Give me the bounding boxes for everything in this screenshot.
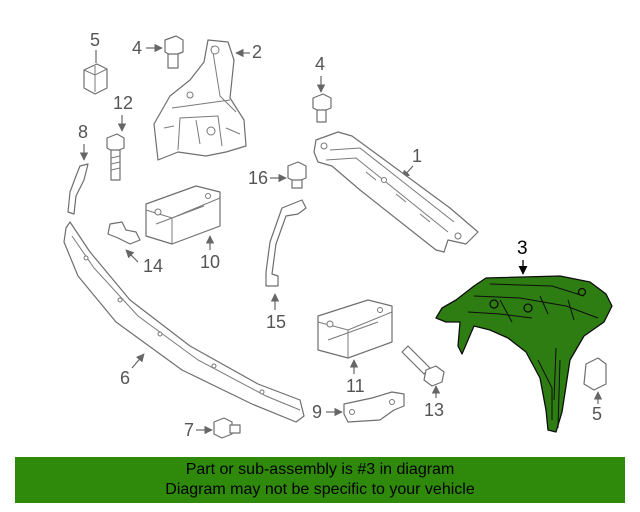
part-12-long-bolt[interactable]: 12 <box>106 93 133 181</box>
part-4-bolt-top[interactable]: 4 <box>132 35 184 69</box>
callout-16: 16 <box>248 168 268 188</box>
callout-5-top: 5 <box>90 30 100 50</box>
part-15-rod[interactable]: 15 <box>265 199 307 332</box>
part-10-bracket[interactable]: 10 <box>145 185 221 272</box>
callout-10: 10 <box>200 252 220 272</box>
part-6-bar[interactable]: 6 <box>63 221 305 423</box>
callout-9: 9 <box>312 402 322 422</box>
callout-12: 12 <box>113 93 133 113</box>
part-1-cross-member[interactable]: 1 <box>313 131 479 253</box>
part-11-bracket[interactable]: 11 <box>317 299 393 396</box>
part-3-highlighted-assembly[interactable]: 3 <box>435 238 613 433</box>
callout-13: 13 <box>424 400 444 420</box>
banner-line-2: Diagram may not be specific to your vehi… <box>165 481 475 498</box>
parts-diagram: 5 4 2 12 8 16 4 <box>63 30 613 440</box>
part-2-upper-bracket[interactable]: 2 <box>153 39 262 161</box>
leader-6 <box>131 353 145 369</box>
callout-5-right: 5 <box>592 404 602 424</box>
callout-14: 14 <box>143 256 163 276</box>
part-9-small-bracket[interactable]: 9 <box>312 391 405 423</box>
part-8-strip[interactable]: 8 <box>67 122 89 215</box>
leader-14 <box>125 249 139 263</box>
part-14-clip[interactable]: 14 <box>107 221 163 276</box>
part-16-bolt[interactable]: 16 <box>248 161 307 189</box>
callout-4-mid: 4 <box>315 54 325 74</box>
part-4-bolt-lower[interactable]: 4 <box>312 54 332 123</box>
part-5-clip-right[interactable]: 5 <box>583 357 607 424</box>
callout-4-top: 4 <box>132 38 142 58</box>
callout-7: 7 <box>184 420 194 440</box>
callout-2: 2 <box>252 42 262 62</box>
banner-line-1: Part or sub-assembly is #3 in diagram <box>185 461 455 478</box>
callout-15: 15 <box>266 312 286 332</box>
part-5-clip-left[interactable]: 5 <box>83 30 108 95</box>
callout-3: 3 <box>517 238 528 259</box>
part-13-bolt[interactable]: 13 <box>401 345 445 420</box>
callout-1: 1 <box>412 146 422 166</box>
info-banner: Part or sub-assembly is #3 in diagram Di… <box>15 457 625 503</box>
callout-11: 11 <box>346 376 365 396</box>
callout-6: 6 <box>120 368 130 388</box>
callout-8: 8 <box>78 122 88 142</box>
part-7-bolt[interactable]: 7 <box>184 417 241 440</box>
